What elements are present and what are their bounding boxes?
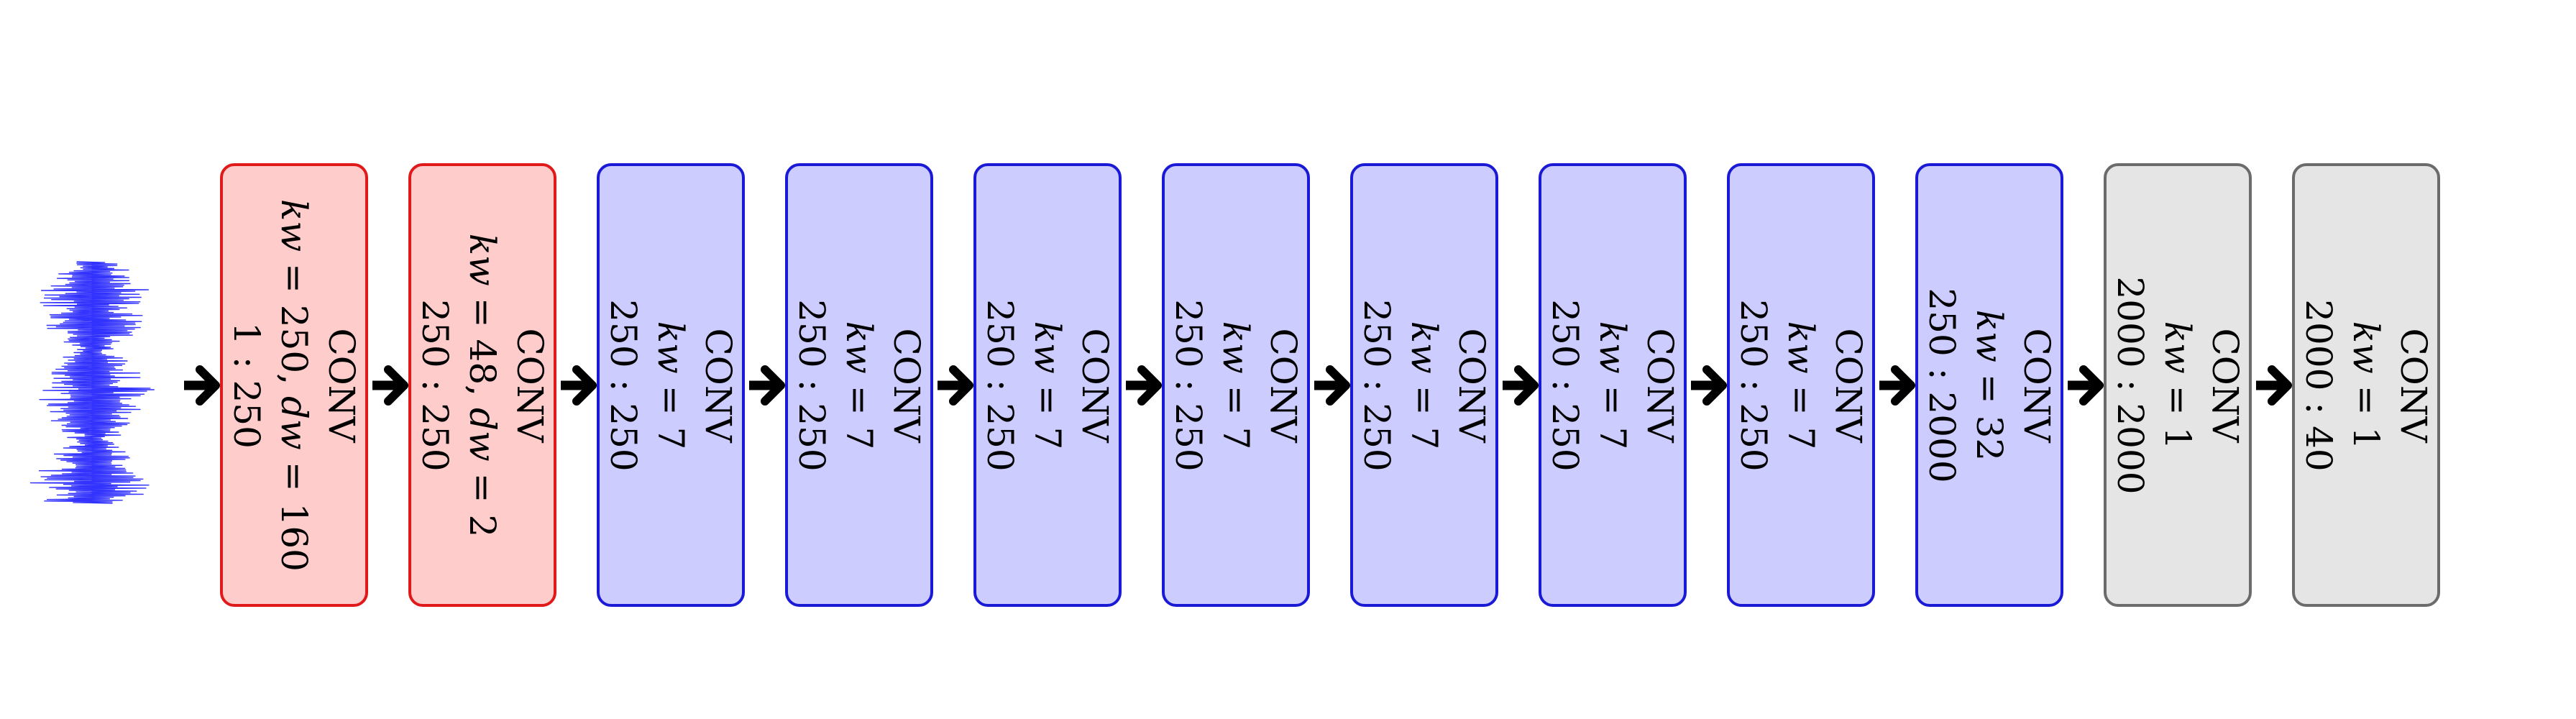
arrow-right-icon [1126, 365, 1162, 406]
layer-type: CONV [2016, 327, 2058, 443]
kernel-params: kw = 7 [838, 321, 880, 449]
channel-io: 250 : 250 [979, 298, 1021, 472]
kernel-params: kw = 7 [650, 321, 692, 449]
arrow-right-icon [372, 365, 408, 406]
channel-io: 2000 : 40 [2298, 298, 2339, 472]
layer-type: CONV [2393, 327, 2434, 443]
kernel-params: kw = 250, dw = 160 [273, 198, 315, 572]
channel-io: 250 : 250 [1733, 298, 1774, 472]
layer-type: CONV [1639, 327, 1681, 443]
arrow-right-icon [2068, 365, 2104, 406]
arrow-right-icon [184, 365, 220, 406]
arrow-right-icon [2256, 365, 2292, 406]
kernel-params: kw = 1 [2157, 321, 2199, 449]
layer-type: CONV [697, 327, 739, 443]
layer-type: CONV [886, 327, 927, 443]
channel-io: 250 : 250 [1356, 298, 1398, 472]
kernel-params: kw = 32 [1968, 309, 2010, 461]
kernel-params: kw = 1 [2345, 321, 2387, 449]
arrow-right-icon [1314, 365, 1350, 406]
kernel-params: kw = 7 [1215, 321, 1257, 449]
layer-type: CONV [1828, 327, 1869, 443]
layer-type: CONV [1262, 327, 1304, 443]
channel-io: 250 : 2000 [1921, 287, 1963, 483]
kernel-params: kw = 48, dw = 2 [462, 233, 503, 537]
arrow-right-icon [1503, 365, 1539, 406]
kernel-params: kw = 7 [1592, 321, 1633, 449]
channel-io: 250 : 250 [414, 298, 456, 472]
layer-type: CONV [321, 327, 362, 443]
kernel-params: kw = 7 [1780, 321, 1822, 449]
arrow-right-icon [561, 365, 597, 406]
arrow-right-icon [1691, 365, 1727, 406]
kernel-params: kw = 7 [1403, 321, 1445, 449]
layer-type: CONV [2204, 327, 2246, 443]
channel-io: 1 : 250 [226, 321, 267, 449]
arrow-right-icon [749, 365, 785, 406]
channel-io: 250 : 250 [602, 298, 644, 472]
layer-type: CONV [509, 327, 551, 443]
channel-io: 250 : 250 [1168, 298, 1209, 472]
channel-io: 250 : 250 [1544, 298, 1586, 472]
arrow-right-icon [938, 365, 973, 406]
channel-io: 2000 : 2000 [2109, 275, 2151, 495]
kernel-params: kw = 7 [1027, 321, 1068, 449]
arrow-right-icon [1879, 365, 1915, 406]
layer-type: CONV [1074, 327, 1116, 443]
channel-io: 250 : 250 [791, 298, 833, 472]
layer-type: CONV [1451, 327, 1493, 443]
waveform-icon [29, 261, 155, 504]
